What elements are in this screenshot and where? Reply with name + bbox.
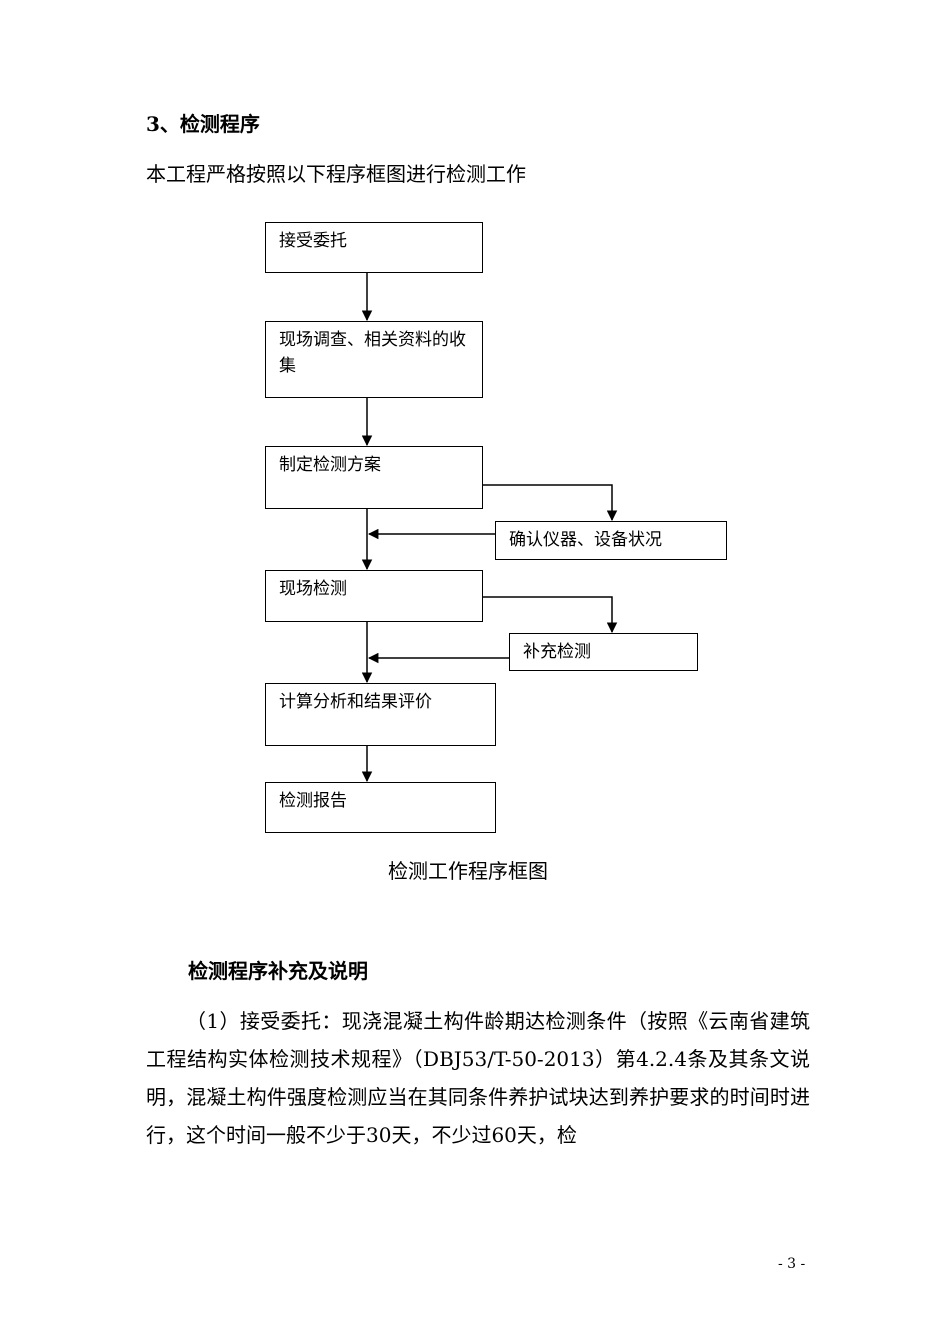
step-make-plan: 制定检测方案: [265, 446, 483, 509]
subheading: 检测程序补充及说明: [188, 959, 368, 983]
section-title: 3、检测程序: [146, 112, 260, 136]
page-number: - 3 -: [778, 1256, 806, 1272]
step-site-survey: 现场调查、相关资料的收集: [265, 321, 483, 398]
step-site-testing: 现场检测: [265, 570, 483, 622]
intro-text: 本工程严格按照以下程序框图进行检测工作: [146, 162, 526, 186]
arrow-3-to-4: [482, 484, 618, 522]
step-accept-commission: 接受委托: [265, 222, 483, 273]
step-test-report: 检测报告: [265, 782, 496, 833]
flowchart-connectors: [361, 272, 618, 783]
flowchart-caption: 检测工作程序框图: [388, 859, 548, 883]
step-analysis-evaluation: 计算分析和结果评价: [265, 683, 496, 746]
step-supplementary-testing: 补充检测: [509, 633, 698, 671]
arrow-5-to-6: [482, 596, 618, 634]
step-confirm-equipment: 确认仪器、设备状况: [495, 521, 727, 560]
body-paragraph: （1）接受委托：现浇混凝土构件龄期达检测条件（按照《云南省建筑工程结构实体检测技…: [146, 1009, 810, 1147]
